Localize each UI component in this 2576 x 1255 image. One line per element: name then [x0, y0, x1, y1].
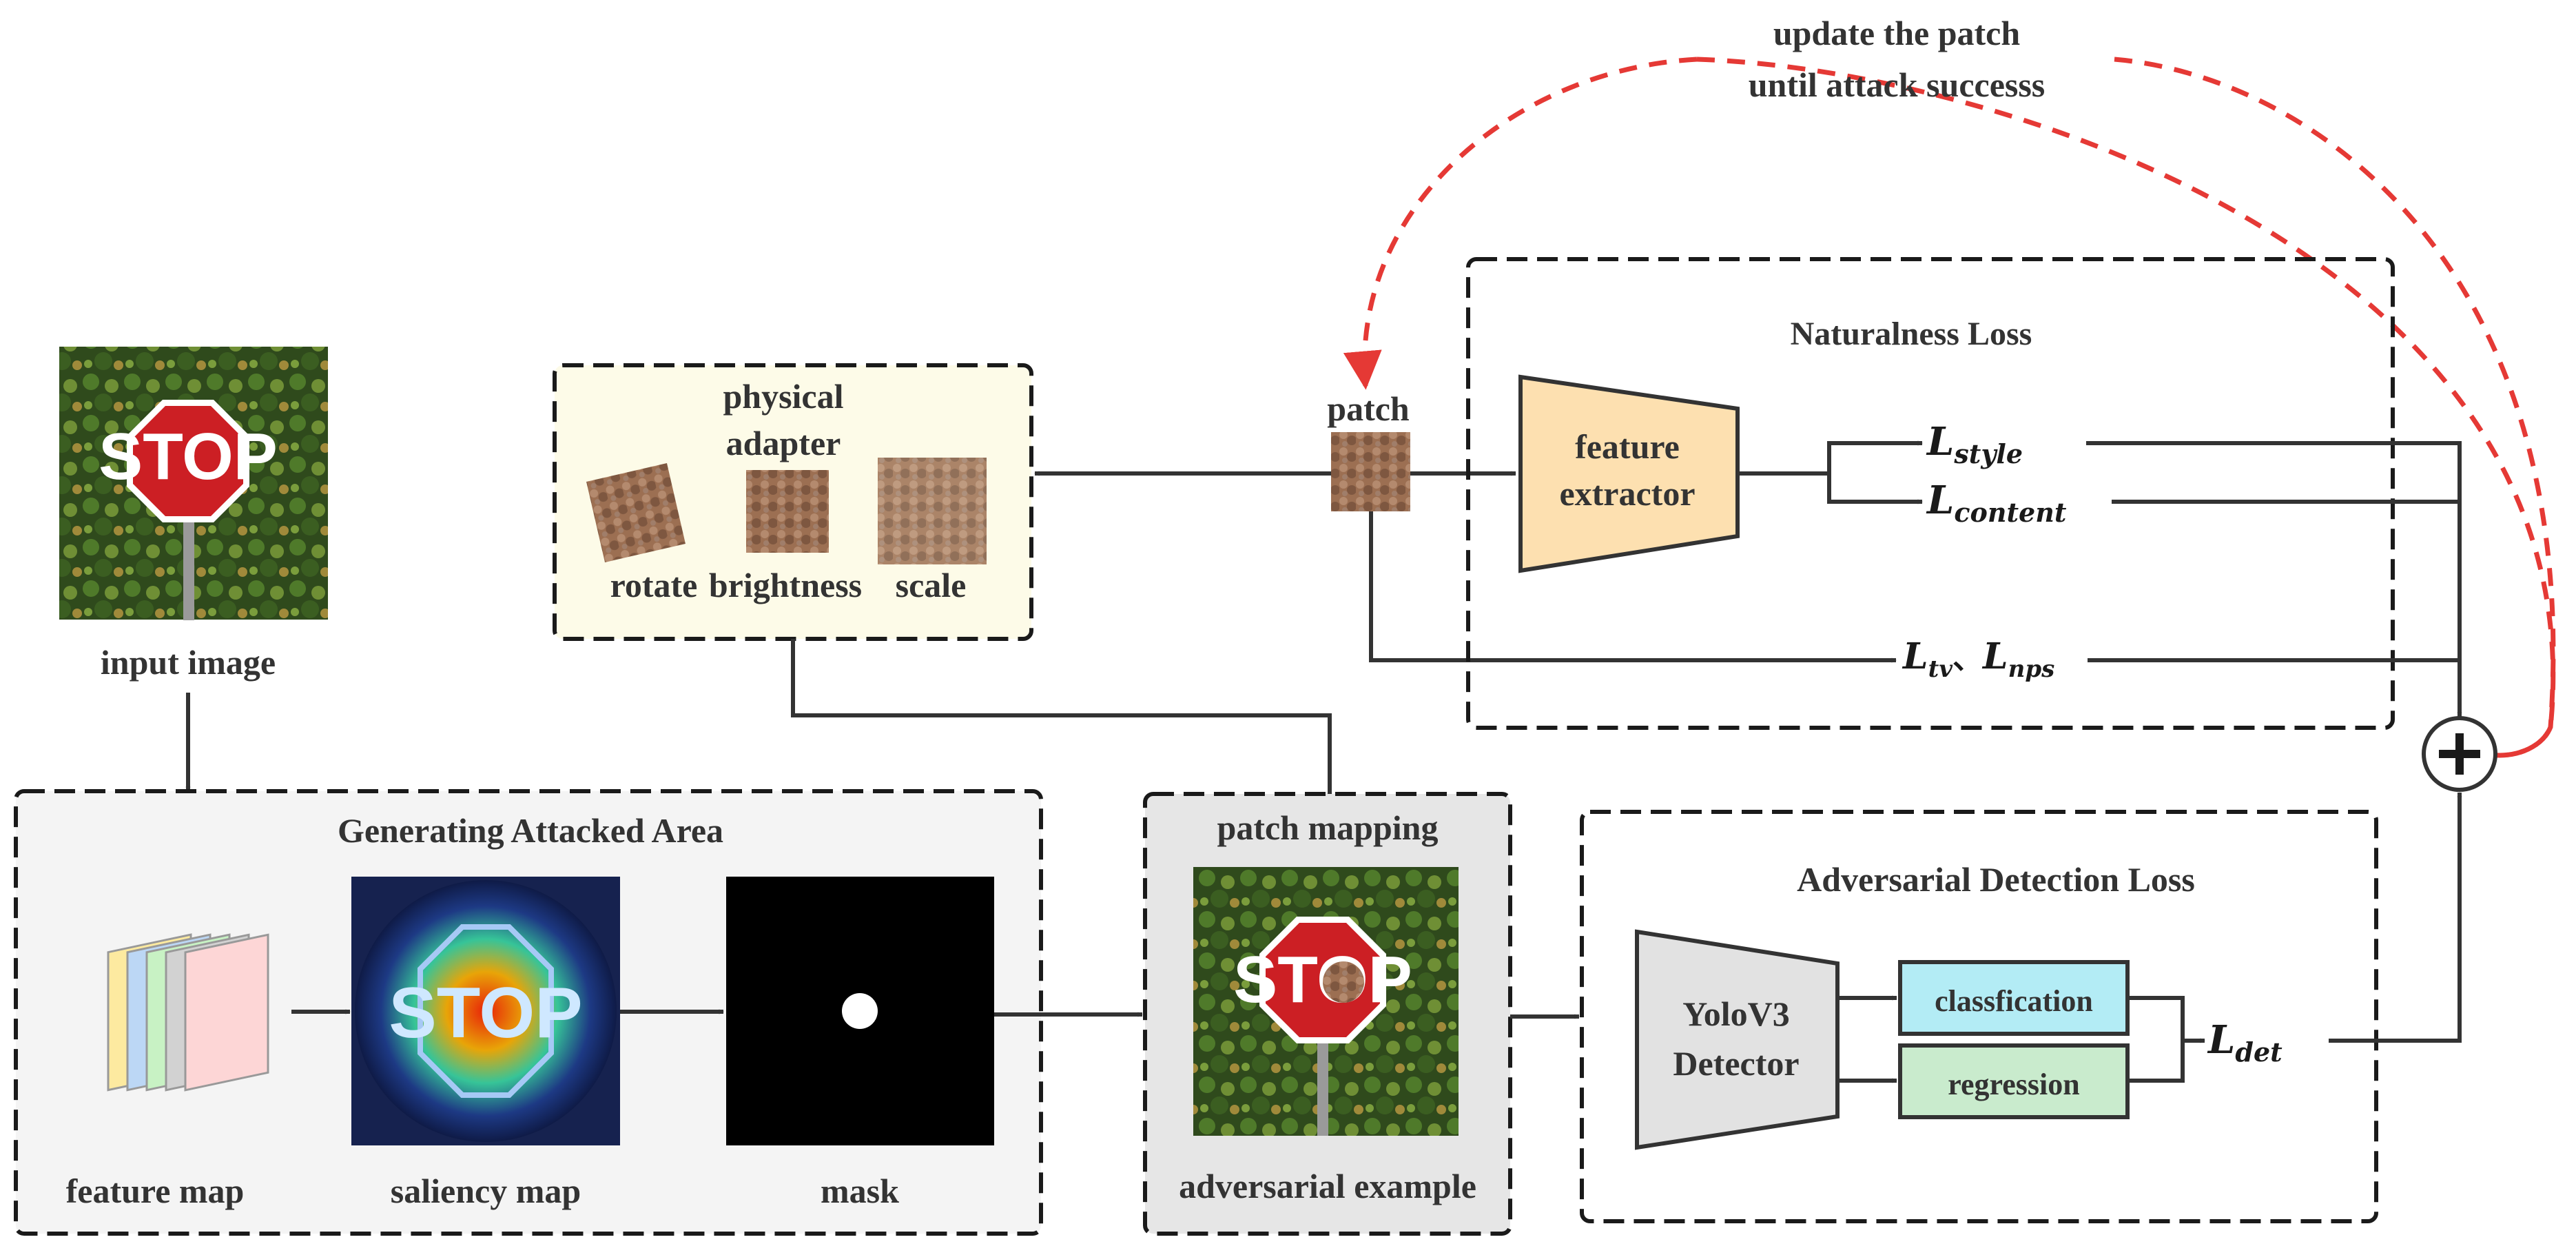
classfication-label: classfication — [1935, 984, 2093, 1018]
naturalness-loss-title: Naturalness Loss — [1791, 316, 2032, 352]
arrow-to-lstyle — [1827, 440, 1923, 473]
classfication-box — [1898, 960, 2130, 1036]
patch-mapping-title: patch mapping — [1217, 808, 1439, 847]
patch-label: patch — [1327, 389, 1410, 428]
adversarial-example-label: adversarial example — [1179, 1167, 1476, 1205]
saliency-map: STOP — [351, 877, 620, 1145]
stop-text-saliency: STOP — [389, 973, 582, 1053]
sum-node — [2422, 716, 2497, 792]
yolov3-detector — [1635, 929, 1840, 1150]
feedback-arc-left — [1343, 57, 1698, 390]
l-content-symbol: Lcontent — [1926, 478, 2067, 528]
adversarial-detection-box — [1580, 810, 2378, 1223]
brightness-label: brightness — [709, 566, 862, 604]
detector-line2: Detector — [1673, 1044, 1799, 1083]
feature-extractor-line1: feature — [1575, 427, 1680, 466]
rotate-label: rotate — [610, 566, 698, 604]
arrow-patch-to-ltv — [1369, 511, 1897, 663]
arrow-adapter-to-patch-mapping — [791, 639, 1332, 799]
merge-bracket — [2127, 996, 2185, 1083]
l-det-symbol: Ldet — [2207, 1017, 2283, 1068]
feedback-arc-right-main — [2114, 57, 2556, 758]
feature-extractor — [1518, 374, 1740, 573]
l-tv-nps-symbol: Ltv、Lnps — [1902, 635, 2054, 683]
adversarial-detection-title: Adversarial Detection Loss — [1797, 860, 2195, 899]
mask-label: mask — [821, 1172, 899, 1210]
feature-map-stack — [107, 933, 269, 1092]
regression-box — [1898, 1043, 2130, 1119]
feature-extractor-line2: extractor — [1559, 474, 1695, 513]
saliency-map-label: saliency map — [391, 1172, 581, 1210]
patch-image — [1331, 432, 1410, 511]
ldet-to-sum — [2329, 792, 2462, 1043]
update-note-line2: until attack successs — [1749, 65, 2046, 104]
input-image-label: input image — [101, 643, 276, 682]
update-note-line1: update the patch — [1773, 14, 2021, 52]
brightness-patch — [746, 470, 829, 553]
mask-image — [726, 877, 994, 1145]
input-image: STOP — [59, 347, 328, 620]
feedback-arc-right — [1696, 57, 2556, 758]
stop-text-input: STOP — [99, 420, 278, 493]
l-style-symbol: Lstyle — [1926, 419, 2023, 469]
feature-map-label: feature map — [66, 1172, 245, 1210]
rotated-patch — [586, 463, 686, 562]
physical-adapter-title-line2: adapter — [726, 424, 841, 462]
regression-label: regression — [1948, 1068, 2079, 1101]
detector-line1: YoloV3 — [1682, 994, 1790, 1033]
generating-area-title: Generating Attacked Area — [338, 811, 723, 850]
naturalness-loss-box — [1466, 257, 2395, 730]
stop-text-adversarial: STOP — [1233, 943, 1412, 1017]
arrow-to-lcontent — [1827, 473, 1923, 504]
physical-adapter-title-line1: physical — [723, 377, 843, 416]
scale-patch — [878, 458, 987, 564]
lstyle-to-sum — [2086, 441, 2462, 717]
adversarial-example-image: STOP — [1193, 867, 1459, 1136]
scale-label: scale — [896, 566, 967, 604]
